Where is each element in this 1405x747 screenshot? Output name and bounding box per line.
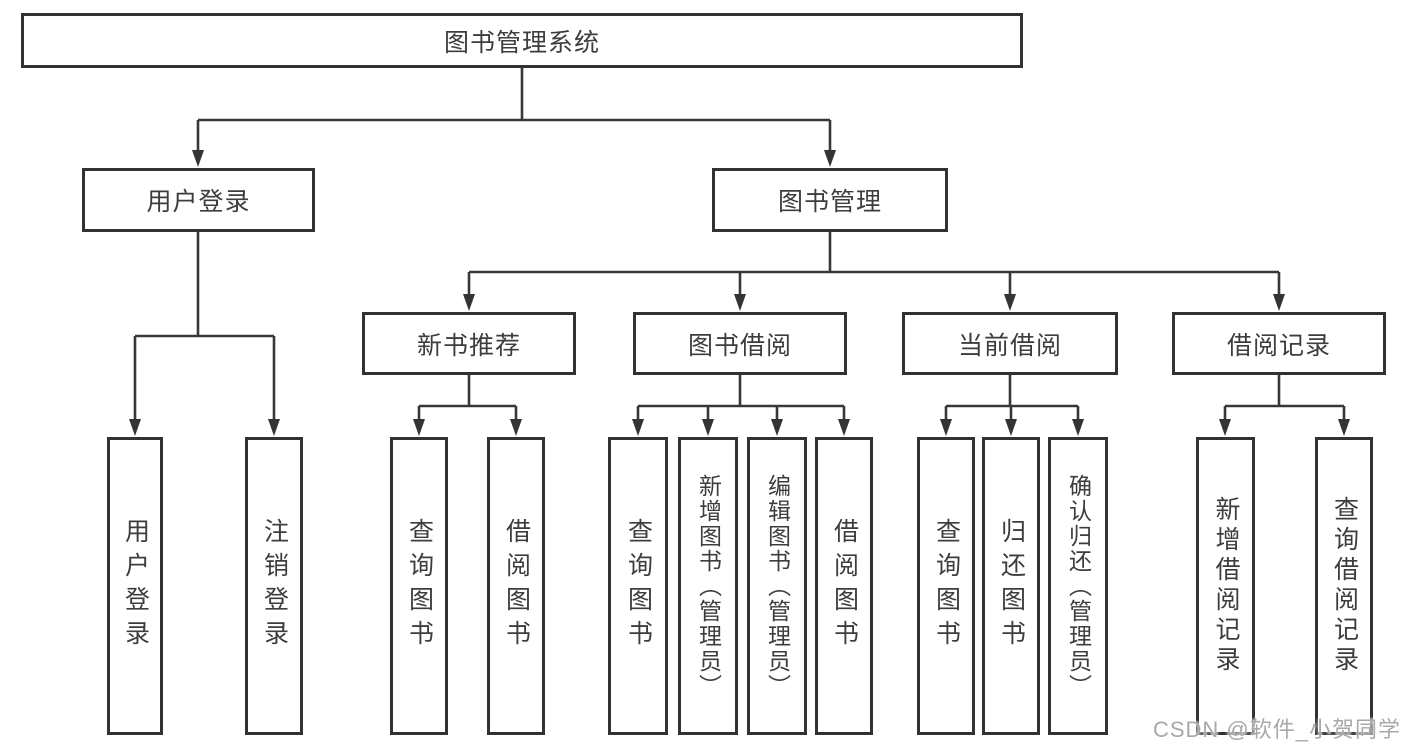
arrowhead bbox=[192, 150, 204, 167]
arrowhead bbox=[824, 150, 836, 167]
node-label: 查询图书 bbox=[932, 518, 961, 654]
connector-current-borrow-children bbox=[940, 375, 1084, 436]
node-label: 借阅记录 bbox=[1226, 331, 1331, 360]
arrowhead bbox=[632, 419, 644, 436]
arrowhead bbox=[702, 419, 714, 436]
node-label: 新增借阅记录 bbox=[1212, 496, 1240, 676]
node-logout: 注销登录 bbox=[245, 437, 303, 735]
node-current-borrow: 当前借阅 bbox=[902, 312, 1118, 375]
csdn-watermark: CSDN @软件_小贺同学 bbox=[1152, 717, 1401, 742]
arrowhead bbox=[771, 419, 783, 436]
node-book-management: 图书管理 bbox=[712, 168, 948, 232]
node-label: 查询图书 bbox=[405, 518, 434, 654]
connector-root-to-level2 bbox=[192, 68, 836, 167]
node-book-borrow: 图书借阅 bbox=[633, 312, 847, 375]
connector-new-book-recommend-children bbox=[413, 375, 522, 436]
arrowhead bbox=[734, 294, 746, 311]
node-borrow-books-recommend: 借阅图书 bbox=[487, 437, 545, 735]
arrowhead bbox=[1219, 419, 1231, 436]
node-return-books: 归还图书 bbox=[982, 437, 1040, 735]
node-label: 归还图书 bbox=[997, 518, 1026, 654]
node-label: 新增图书（管理员） bbox=[695, 473, 722, 699]
node-label: 图书管理系统 bbox=[443, 28, 600, 57]
node-add-borrow-record: 新增借阅记录 bbox=[1196, 437, 1255, 735]
arrowhead bbox=[1005, 419, 1017, 436]
connector-book-borrow-children bbox=[632, 375, 850, 436]
node-edit-books-admin: 编辑图书（管理员） bbox=[747, 437, 807, 735]
node-label: 用户登录 bbox=[121, 518, 150, 654]
node-label: 新书推荐 bbox=[416, 331, 521, 360]
node-label: 确认归还（管理员） bbox=[1065, 473, 1092, 699]
arrowhead bbox=[1273, 294, 1285, 311]
connector-borrow-records-children bbox=[1219, 375, 1350, 436]
arrowhead bbox=[1004, 294, 1016, 311]
node-label: 编辑图书（管理员） bbox=[764, 473, 791, 699]
node-query-books-recommend: 查询图书 bbox=[390, 437, 448, 735]
node-label: 用户登录 bbox=[146, 188, 251, 216]
node-query-borrow-record: 查询借阅记录 bbox=[1315, 437, 1373, 735]
arrowhead bbox=[129, 419, 141, 436]
node-label: 当前借阅 bbox=[957, 331, 1062, 360]
connector-user-login-children bbox=[129, 232, 280, 436]
node-label: 图书借阅 bbox=[687, 331, 792, 360]
node-label: 查询图书 bbox=[624, 518, 653, 654]
arrowhead bbox=[463, 294, 475, 311]
connector-book-management-children bbox=[463, 232, 1285, 311]
arrowhead bbox=[1072, 419, 1084, 436]
node-user-login: 用户登录 bbox=[82, 168, 315, 232]
arrowhead bbox=[413, 419, 425, 436]
node-confirm-return-admin: 确认归还（管理员） bbox=[1048, 437, 1108, 735]
node-query-books-borrow: 查询图书 bbox=[608, 437, 668, 735]
node-label: 图书管理 bbox=[777, 188, 882, 216]
node-user-login-leaf: 用户登录 bbox=[107, 437, 163, 735]
arrowhead bbox=[838, 419, 850, 436]
arrowhead bbox=[1338, 419, 1350, 436]
node-label: 查询借阅记录 bbox=[1330, 496, 1359, 676]
node-label: 借阅图书 bbox=[502, 518, 531, 654]
node-borrow-books: 借阅图书 bbox=[815, 437, 873, 735]
node-query-books-current: 查询图书 bbox=[917, 437, 975, 735]
arrowhead bbox=[940, 419, 952, 436]
node-add-books-admin: 新增图书（管理员） bbox=[678, 437, 738, 735]
arrowhead bbox=[268, 419, 280, 436]
arrowhead bbox=[510, 419, 522, 436]
node-label: 注销登录 bbox=[260, 518, 289, 654]
node-library-management-system: 图书管理系统 bbox=[21, 13, 1023, 68]
node-new-book-recommend: 新书推荐 bbox=[362, 312, 576, 375]
node-label: 借阅图书 bbox=[830, 518, 859, 654]
node-borrow-records: 借阅记录 bbox=[1172, 312, 1386, 375]
